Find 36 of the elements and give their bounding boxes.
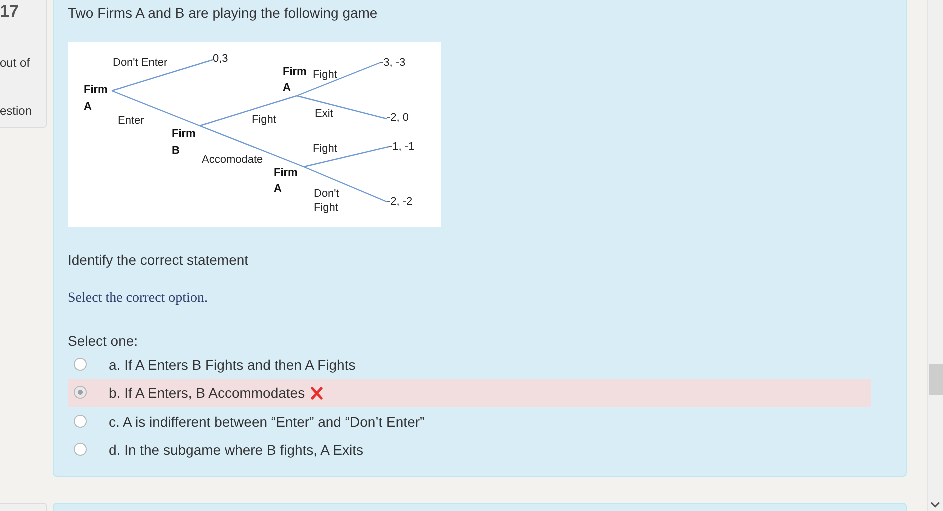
payoff-label: 0,3 — [213, 53, 228, 66]
edge-label: Fight — [313, 69, 338, 82]
branch-line — [304, 166, 388, 203]
option-text: c. A is indifferent between “Enter” and “Don’t Enter” — [109, 414, 425, 430]
payoff-label: -2, 0 — [387, 112, 410, 125]
payoff-label: -3, -3 — [380, 57, 406, 70]
edge-label: Exit — [315, 108, 334, 121]
edge-label: Fight — [252, 114, 276, 127]
branch-line — [296, 62, 380, 97]
branch-line — [296, 95, 388, 120]
instruction-text: Select the correct option. — [68, 291, 208, 307]
player-label: Firm B — [172, 126, 200, 160]
question-number: 17 — [0, 2, 19, 21]
player-label: Firm A — [283, 64, 311, 96]
branch-line — [200, 125, 304, 168]
edge-label: Fight — [313, 143, 338, 156]
branch-line — [200, 95, 298, 127]
payoff-label: -2, -2 — [387, 196, 413, 209]
option-text: b. If A Enters, B Accommodates — [109, 385, 306, 401]
branch-line — [112, 59, 214, 92]
edge-label: Accomodate — [202, 154, 264, 167]
option-text: a. If A Enters B Fights and then A Fights — [109, 357, 356, 373]
edge-label: Don't Fight — [314, 187, 340, 215]
flag-link: estion — [0, 104, 32, 118]
question-text: Two Firms A and B are playing the following game — [68, 5, 378, 21]
prompt-text: Identify the correct statement — [68, 252, 249, 268]
option-text: d. In the subgame where B fights, A Exits — [109, 442, 364, 458]
branch-line — [112, 90, 200, 127]
payoff-label: -1, -1 — [389, 141, 415, 154]
branch-line — [304, 146, 390, 168]
edge-label: Enter — [118, 115, 144, 128]
player-label: Firm A — [274, 165, 304, 197]
status-text: out of — [0, 56, 30, 70]
edge-label: Don't Enter — [113, 57, 168, 70]
player-label: Firm A — [84, 82, 112, 116]
prompt-text: Select one: — [68, 333, 138, 349]
